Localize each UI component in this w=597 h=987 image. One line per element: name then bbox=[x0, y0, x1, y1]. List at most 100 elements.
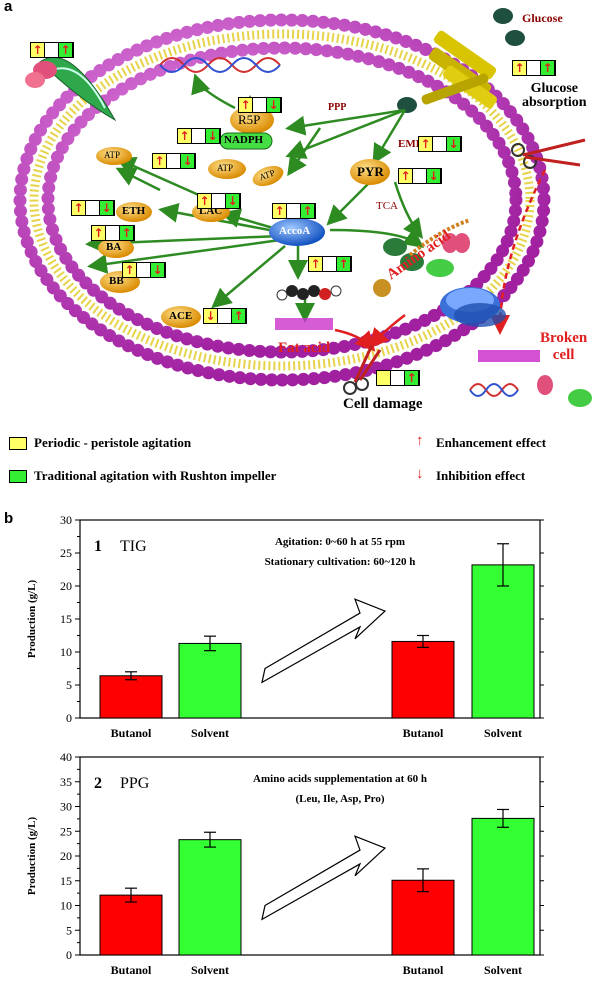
bar bbox=[99, 894, 163, 956]
up-arrow-icon: ↑ bbox=[232, 309, 246, 323]
y-axis-label: Production (g/L) bbox=[26, 817, 38, 896]
legend-periodic-swatch bbox=[9, 437, 27, 450]
empty-cell bbox=[86, 201, 100, 215]
accoa-label: AccoA bbox=[279, 225, 311, 237]
empty-cell bbox=[433, 137, 447, 151]
empty-cell bbox=[106, 226, 120, 240]
panel-b-letter: b bbox=[4, 510, 14, 527]
y-tick-label: 5 bbox=[66, 923, 72, 937]
effect-indicator-box: ↑↓ bbox=[398, 168, 442, 184]
x-tick-label: Butanol bbox=[111, 963, 152, 977]
ace-node bbox=[161, 306, 201, 328]
y-tick-label: 20 bbox=[60, 849, 72, 863]
porin-icon bbox=[440, 287, 506, 327]
down-arrow-icon: ↓ bbox=[416, 466, 424, 482]
y-tick-label: 20 bbox=[60, 579, 72, 593]
effect-indicator-box: ↑↑ bbox=[512, 60, 556, 76]
atp-label-1: ATP bbox=[104, 150, 121, 160]
eth-node bbox=[116, 202, 152, 222]
up-arrow-icon: ↑ bbox=[239, 98, 253, 112]
empty-cell bbox=[323, 257, 337, 271]
y-tick-label: 15 bbox=[60, 612, 72, 626]
up-arrow-icon: ↑ bbox=[153, 154, 167, 168]
effect-indicator-box: ↑↓ bbox=[238, 97, 282, 113]
down-arrow-icon: ↓ bbox=[206, 129, 220, 143]
bar bbox=[178, 642, 242, 719]
effect-indicator-box: ↑↑ bbox=[91, 225, 135, 241]
bar bbox=[178, 839, 242, 956]
up-arrow-icon: ↑ bbox=[72, 201, 86, 215]
amino-acid-cluster-icon bbox=[373, 218, 471, 297]
x-tick-label: Butanol bbox=[403, 726, 444, 740]
panel-number: 2 bbox=[94, 775, 102, 792]
empty-cell bbox=[218, 309, 232, 323]
up-arrow-icon: ↑ bbox=[513, 61, 527, 75]
glucose-absorption-label-line2: absorption bbox=[522, 95, 587, 110]
y-tick-label: 30 bbox=[60, 515, 72, 527]
bb-label: BB bbox=[109, 275, 124, 287]
effect-indicator-box: ↑ bbox=[376, 370, 420, 386]
empty-cell bbox=[167, 154, 181, 168]
annotation-line-2: (Leu, Ile, Asp, Pro) bbox=[295, 793, 384, 805]
panel-name: PPG bbox=[120, 775, 150, 792]
empty-cell bbox=[192, 129, 206, 143]
transition-arrow bbox=[261, 835, 387, 921]
y-tick-label: 5 bbox=[66, 678, 72, 692]
panel-number: 1 bbox=[94, 538, 102, 555]
down-arrow-icon: ↓ bbox=[151, 263, 165, 277]
y-tick-label: 30 bbox=[60, 800, 72, 814]
nadph-label: NADPH bbox=[224, 134, 264, 146]
x-tick-label: Solvent bbox=[484, 963, 522, 977]
effect-indicator-box: ↑↓ bbox=[122, 262, 166, 278]
bar bbox=[391, 879, 455, 956]
ba-label: BA bbox=[106, 241, 122, 253]
y-tick-label: 15 bbox=[60, 874, 72, 888]
up-arrow-icon: ↑ bbox=[31, 43, 45, 57]
glucose-absorption-label-line1: Glucose bbox=[530, 81, 579, 96]
empty-cell bbox=[137, 263, 151, 277]
y-tick-label: 0 bbox=[66, 948, 72, 962]
bar bbox=[471, 564, 535, 719]
down-arrow-icon: ↓ bbox=[267, 98, 281, 112]
effect-indicator-box: ↑↑ bbox=[30, 42, 74, 58]
cell-diagram bbox=[13, 8, 592, 407]
down-arrow-icon: ↓ bbox=[100, 201, 114, 215]
up-arrow-icon: ↑ bbox=[337, 257, 351, 271]
bar bbox=[391, 640, 455, 719]
atp-label-2: ATP bbox=[217, 163, 234, 173]
annotation-line-1: Agitation: 0~60 h at 55 rpm bbox=[275, 536, 405, 548]
up-arrow-icon: ↑ bbox=[178, 129, 192, 143]
effect-indicator-box: ↑↑ bbox=[272, 203, 316, 219]
eth-label: ETH bbox=[122, 205, 146, 217]
y-tick-label: 10 bbox=[60, 645, 72, 659]
glucose-transporter-icon bbox=[421, 30, 498, 109]
empty-cell bbox=[527, 61, 541, 75]
x-tick-label: Solvent bbox=[484, 726, 522, 740]
up-arrow-icon: ↑ bbox=[120, 226, 134, 240]
empty-cell bbox=[253, 98, 267, 112]
effect-indicator-box: ↓↑ bbox=[203, 308, 247, 324]
fat-acid-label: Fat acid bbox=[278, 340, 331, 356]
panel-name: TIG bbox=[120, 538, 147, 555]
atp-node-3 bbox=[252, 165, 284, 187]
y-tick-label: 25 bbox=[60, 824, 72, 838]
r5p-label: R5P bbox=[238, 112, 261, 127]
atp-node-1 bbox=[96, 147, 132, 165]
down-arrow-icon: ↓ bbox=[447, 137, 461, 151]
y-tick-label: 0 bbox=[66, 711, 72, 725]
fatty-acid-molecule-icon bbox=[275, 285, 342, 330]
empty-cell bbox=[413, 169, 427, 183]
pyr-label: PYR bbox=[357, 164, 384, 179]
broken-cell-label: Broken cell bbox=[540, 330, 587, 364]
up-arrow-icon: ↑ bbox=[273, 204, 287, 218]
effect-indicator-box: ↑↓ bbox=[418, 136, 462, 152]
bar bbox=[99, 675, 163, 719]
down-arrow-icon: ↓ bbox=[226, 194, 240, 208]
atp-node-2 bbox=[208, 159, 246, 179]
down-arrow-icon: ↓ bbox=[427, 169, 441, 183]
effect-indicator-box: ↑↓ bbox=[197, 193, 241, 209]
accoa-node bbox=[269, 218, 325, 246]
up-arrow-icon: ↑ bbox=[416, 433, 424, 449]
annotation-line-2: Stationary cultivation: 60~120 h bbox=[265, 556, 416, 568]
